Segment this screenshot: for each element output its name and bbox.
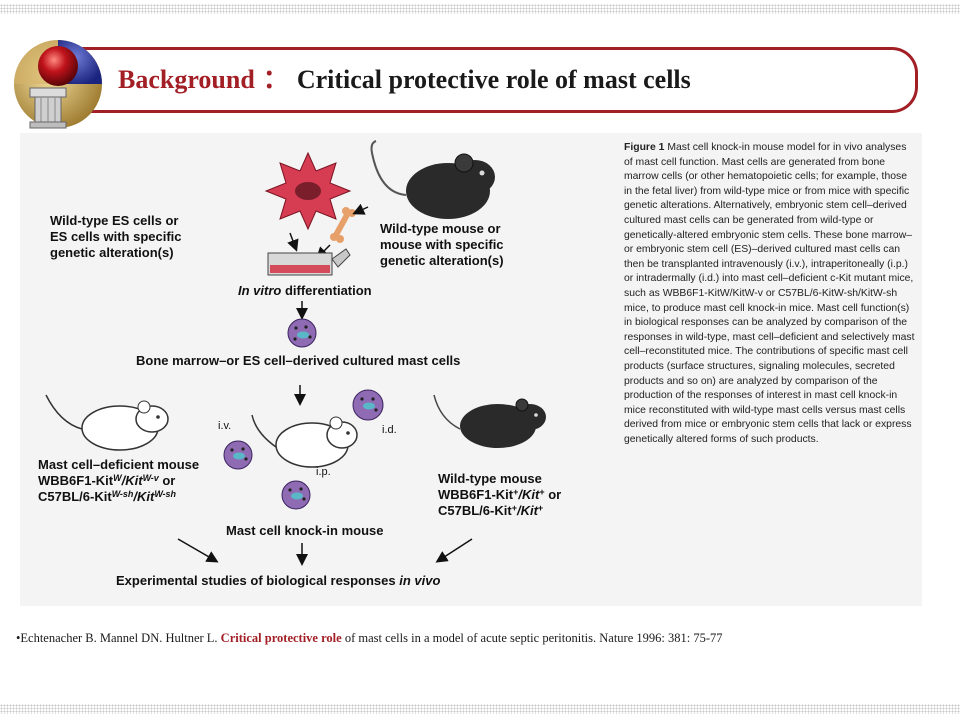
iv-mast-cell-icon	[223, 440, 253, 470]
in-vitro-label: In vitro differentiation	[238, 283, 372, 298]
title-bar	[48, 47, 918, 113]
top-dotted-border	[0, 4, 960, 14]
es-cells-label-1: Wild-type ES cells or	[50, 213, 178, 228]
figure-caption-label: Figure 1	[624, 142, 665, 153]
cultured-cells-label: Bone marrow–or ES cell–derived cultured …	[136, 353, 460, 368]
figure-panel: Wild-type ES cells or ES cells with spec…	[20, 133, 922, 606]
id-mast-cell-icon	[352, 389, 384, 421]
sphere-pillar-logo-icon	[14, 40, 102, 129]
culture-flask-icon	[267, 248, 351, 276]
es-cells-label-3: genetic alteration(s)	[50, 245, 174, 260]
citation-highlight: Critical protective role	[220, 631, 342, 645]
ip-route-label: i.p.	[316, 466, 331, 478]
arrow-mouse-to-bone	[352, 203, 369, 215]
knockin-mouse-label: Mast cell knock-in mouse	[226, 523, 384, 538]
knockin-mouse-icon	[251, 414, 358, 468]
citation: •Echtenacher B. Mannel DN. Hultner L. Cr…	[16, 631, 946, 646]
cultured-mast-cell-icon	[287, 318, 317, 348]
deficient-mouse-label-2: WBB6F1-KitW/KitW-v or	[38, 473, 175, 488]
deficient-mouse-label-3: C57BL/6-KitW-sh/KitW-sh	[38, 489, 176, 504]
bottom-dotted-border	[0, 704, 960, 714]
wt-mouse-label-2: mouse with specific	[380, 237, 504, 252]
wildtype-black-mouse-icon	[370, 140, 495, 219]
wt-mouse-label-3: genetic alteration(s)	[380, 253, 504, 268]
arrow-wildtype-to-studies	[435, 538, 473, 563]
wildtype-mouse-bottom-icon	[433, 394, 546, 448]
ip-mast-cell-icon	[281, 480, 311, 510]
deficient-mouse-label-1: Mast cell–deficient mouse	[38, 457, 199, 472]
mast-cell-deficient-mouse-icon	[45, 394, 169, 451]
experimental-studies-label: Experimental studies of biological respo…	[116, 573, 440, 588]
es-cell-starburst-icon	[264, 151, 352, 231]
wildtype-mouse-label-3: C57BL/6-Kit+/Kit+	[438, 503, 543, 518]
id-route-label: i.d.	[382, 424, 397, 436]
title-separator: ：	[262, 65, 289, 94]
arrow-deficient-to-studies	[177, 538, 219, 563]
citation-authors: Echtenacher B. Mannel DN. Hultner L.	[20, 631, 221, 645]
title-prefix: Background	[118, 65, 255, 94]
title-main: Critical protective role of mast cells	[296, 65, 691, 94]
citation-bullet: •	[16, 631, 21, 645]
figure-caption-text: Mast cell knock-in mouse model for in vi…	[624, 142, 915, 445]
arrow-es-to-flask	[287, 232, 299, 252]
figure-caption: Figure 1 Mast cell knock-in mouse model …	[624, 141, 916, 447]
wildtype-mouse-label-2: WBB6F1-Kit+/Kit+ or	[438, 487, 561, 502]
bone-icon	[330, 207, 356, 243]
page-title: Background：Critical protective role of m…	[118, 60, 691, 100]
citation-rest: of mast cells in a model of acute septic…	[341, 631, 723, 645]
mast-cell-knockin-diagram: Wild-type ES cells or ES cells with spec…	[38, 140, 561, 588]
wildtype-mouse-label-1: Wild-type mouse	[438, 471, 542, 486]
wt-mouse-label-1: Wild-type mouse or	[380, 221, 501, 236]
es-cells-label-2: ES cells with specific	[50, 229, 182, 244]
iv-route-label: i.v.	[218, 420, 231, 432]
